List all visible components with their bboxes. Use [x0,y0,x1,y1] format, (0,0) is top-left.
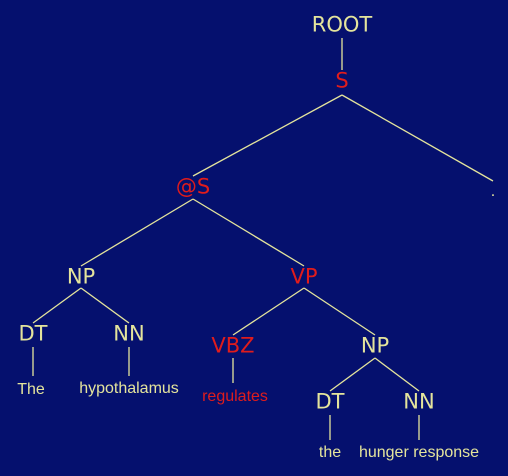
tree-edge-at_s-vp [192,198,305,267]
tree-edge-np1-nn1 [80,287,130,324]
tree-node-w_reg: regulates [202,388,268,405]
tree-edge-np2-nn2 [374,357,420,392]
tree-edge-s-at_s [192,94,343,177]
tree-edge-np1-dt1 [32,287,82,324]
tree-node-s: S [335,68,349,93]
tree-node-vbz: VBZ [211,333,255,358]
tree-node-w_hunger: hunger response [358,444,480,461]
tree-edge-vp-vbz [232,287,305,336]
tree-node-w_hypo: hypothalamus [79,380,179,397]
tree-node-np1: NP [66,264,96,289]
tree-node-np2: NP [360,333,390,358]
tree-edge-at_s-np1 [80,198,194,267]
tree-edge-s-period [341,94,494,182]
tree-node-period: . [490,183,496,200]
tree-node-vp: VP [290,264,318,289]
tree-node-dt2: DT [315,389,345,414]
tree-node-w_the1: The [17,381,45,398]
tree-node-w_the2: the [318,444,342,461]
tree-node-root: ROOT [311,12,373,37]
tree-node-at_s: @S [175,174,211,199]
tree-node-nn1: NN [113,321,145,346]
tree-edge-vp-np2 [303,287,376,336]
tree-edge-np2-dt2 [329,357,376,392]
tree-node-nn2: NN [403,389,435,414]
tree-node-dt1: DT [18,321,48,346]
